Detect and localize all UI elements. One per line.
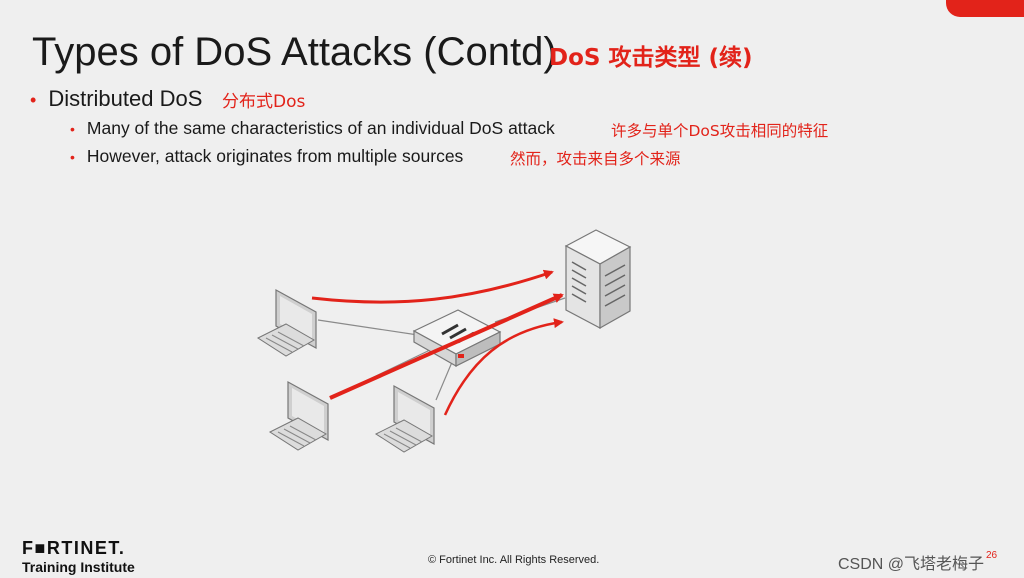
sub-bullet-text: However, attack originates from multiple… <box>86 146 464 166</box>
sub-bullet-2-translation: 然而，攻击来自多个来源 <box>510 150 681 168</box>
slide-title-translation: DoS 攻击类型 (续) <box>549 45 753 71</box>
firewall-appliance-icon <box>412 309 502 368</box>
sub-bullet-text: Many of the same characteristics of an i… <box>86 118 555 138</box>
server-icon <box>564 229 632 330</box>
bullet-text: Distributed DoS <box>48 86 203 111</box>
computer-icon-3 <box>374 384 435 453</box>
fortinet-logo: F■RTINET. <box>22 538 126 558</box>
page-number: 26 <box>986 550 998 561</box>
csdn-watermark: CSDN @飞塔老梅子 <box>838 556 985 573</box>
slide-title: Types of DoS Attacks (Contd) <box>32 30 557 74</box>
attack-arrow-3 <box>443 318 564 416</box>
training-institute-label: Training Institute <box>22 559 135 575</box>
attack-arrow-2 <box>329 293 564 400</box>
sub-bullet-1-translation: 许多与单个DoS攻击相同的特征 <box>611 122 829 140</box>
bullet-dot-icon: • <box>70 121 75 137</box>
corner-accent-tab <box>946 0 1024 17</box>
bullet-distributed-dos: • Distributed DoS <box>30 86 202 112</box>
attack-arrow-1 <box>311 269 554 304</box>
copyright-text: © Fortinet Inc. All Rights Reserved. <box>428 554 600 566</box>
computer-icon-2 <box>268 380 329 451</box>
bullet-dot-icon: • <box>70 149 75 165</box>
sub-bullet-2: • However, attack originates from multipl… <box>70 146 463 167</box>
bullet-dot-icon: • <box>30 90 37 110</box>
sub-bullet-1: • Many of the same characteristics of an … <box>70 118 555 139</box>
bullet-translation: 分布式Dos <box>222 92 306 112</box>
attack-arrows <box>311 269 564 416</box>
computer-icon-1 <box>256 288 317 357</box>
